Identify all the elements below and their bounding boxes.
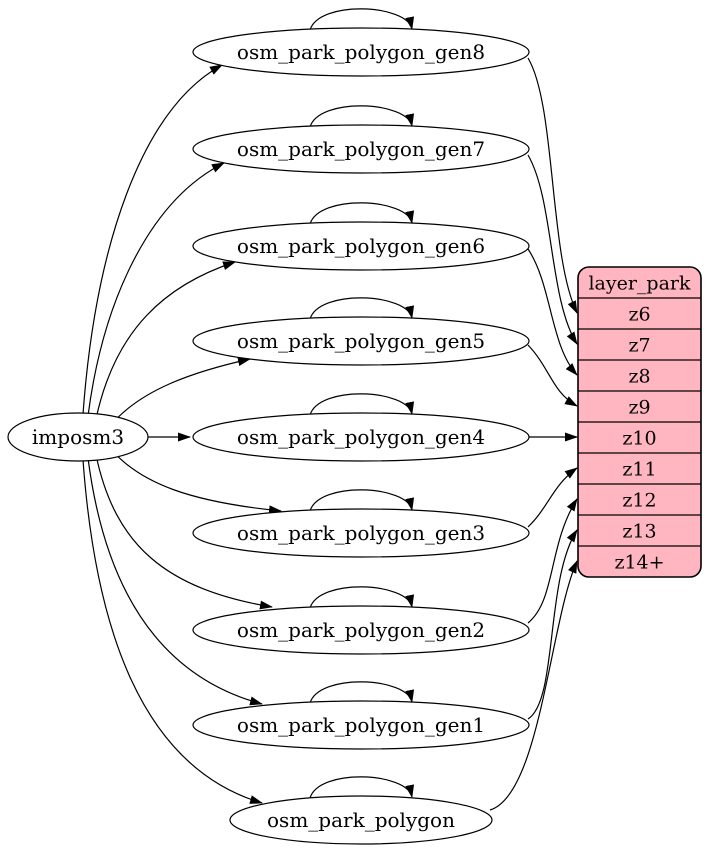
node-osm_park_polygon_gen2-label: osm_park_polygon_gen2 [237,618,485,642]
node-osm_park_polygon_gen8-label: osm_park_polygon_gen8 [237,40,485,64]
self-loop-osm_park_polygon_gen5 [309,297,415,320]
edge-osm_park_polygon-to-z14+ [489,560,578,811]
layer_park-row-z10-label: z10 [622,428,656,450]
node-osm_park_polygon_gen4-label: osm_park_polygon_gen4 [237,425,485,449]
layer_park-row-z12-label: z12 [622,490,656,512]
edge-osm_park_polygon_gen6-to-z8 [527,248,578,376]
node-layer_park: layer_park z6 z7 z8 z9 z10 z11 z12 z13 z14+ [577,266,702,578]
self-loop-osm_park_polygon_gen7 [309,105,415,128]
node-osm_park_polygon: osm_park_polygon [229,795,493,845]
self-loop-osm_park_polygon_gen8 [309,8,415,31]
edge-osm_park_polygon_gen5-to-z9 [527,344,578,407]
node-osm_park_polygon_gen3-shape [192,508,530,558]
node-osm_park_polygon_gen1: osm_park_polygon_gen1 [192,700,530,750]
edge-osm_park_polygon_gen2-to-z12 [527,498,578,624]
layer_park-row-z13-label: z13 [622,521,656,543]
node-osm_park_polygon_gen5-label: osm_park_polygon_gen5 [237,329,485,353]
node-osm_park_polygon_gen5-shape [192,316,530,366]
edge-osm_park_polygon_gen3-to-z11 [527,467,578,528]
layer_park-row-z8-label: z8 [628,366,650,388]
edge-imposm3-to-osm_park_polygon_gen5 [109,357,251,427]
edge-imposm3-to-osm_park_polygon_gen7 [87,162,225,417]
node-osm_park_polygon_gen3-label: osm_park_polygon_gen3 [237,521,485,545]
node-osm_park_polygon_gen2-shape [192,605,530,655]
edge-osm_park_polygon_gen7-to-z7 [527,154,578,345]
nodes-layer: imposm3 osm_park_polygon_gen8 osm_park_pol… [7,27,702,845]
edge-imposm3-to-osm_park_polygon_gen2 [95,454,273,610]
node-osm_park_polygon_gen3: osm_park_polygon_gen3 [192,508,530,558]
self-loop-osm_park_polygon_gen2 [309,586,415,609]
node-osm_park_polygon_gen7: osm_park_polygon_gen7 [192,124,530,174]
node-osm_park_polygon_gen6: osm_park_polygon_gen6 [192,221,530,271]
layer_park-row-z6-label: z6 [628,304,650,326]
edge-imposm3-to-osm_park_polygon_gen1 [87,457,263,706]
self-loop-osm_park_polygon_gen3 [309,489,415,512]
node-osm_park_polygon-label: osm_park_polygon [267,808,455,832]
node-osm_park_polygon_gen8-shape [192,27,530,77]
node-osm_park_polygon_gen4-shape [192,412,530,462]
node-osm_park_polygon_gen6-label: osm_park_polygon_gen6 [237,234,485,258]
node-osm_park_polygon_gen2: osm_park_polygon_gen2 [192,605,530,655]
node-imposm3-label: imposm3 [32,425,124,449]
edge-imposm3-to-osm_park_polygon_gen3 [109,447,282,515]
node-osm_park_polygon_gen4: osm_park_polygon_gen4 [192,412,530,462]
node-osm_park_polygon_gen7-shape [192,124,530,174]
node-osm_park_polygon-shape [229,795,493,845]
node-imposm3-shape [7,412,149,462]
edge-imposm3-to-osm_park_polygon_gen8 [82,64,223,415]
node-osm_park_polygon_gen6-shape [192,221,530,271]
edge-imposm3-to-osm_park_polygon_gen6 [95,261,236,420]
node-osm_park_polygon_gen5: osm_park_polygon_gen5 [192,316,530,366]
self-loop-osm_park_polygon [309,776,415,799]
layer_park-row-z9-label: z9 [628,397,650,419]
layer_park-row-z14+-label: z14+ [614,552,664,574]
layer_park-row-z7-label: z7 [628,335,650,357]
edge-osm_park_polygon_gen8-to-z6 [527,57,578,314]
node-imposm3: imposm3 [7,412,149,462]
edge-imposm3-to-osm_park_polygon [82,459,263,804]
self-loop-osm_park_polygon_gen4 [309,393,415,416]
layer_park-row-z11-label: z11 [622,459,656,481]
layer_park-header-label: layer_park [588,273,691,295]
self-loop-osm_park_polygon_gen6 [309,202,415,225]
node-osm_park_polygon_gen1-shape [192,700,530,750]
node-osm_park_polygon_gen7-label: osm_park_polygon_gen7 [237,137,485,161]
node-osm_park_polygon_gen8: osm_park_polygon_gen8 [192,27,530,77]
node-osm_park_polygon_gen1-label: osm_park_polygon_gen1 [237,713,485,737]
self-loop-osm_park_polygon_gen1 [309,681,415,704]
edge-osm_park_polygon_gen1-to-z13 [527,529,578,720]
edges-layer [82,8,578,811]
